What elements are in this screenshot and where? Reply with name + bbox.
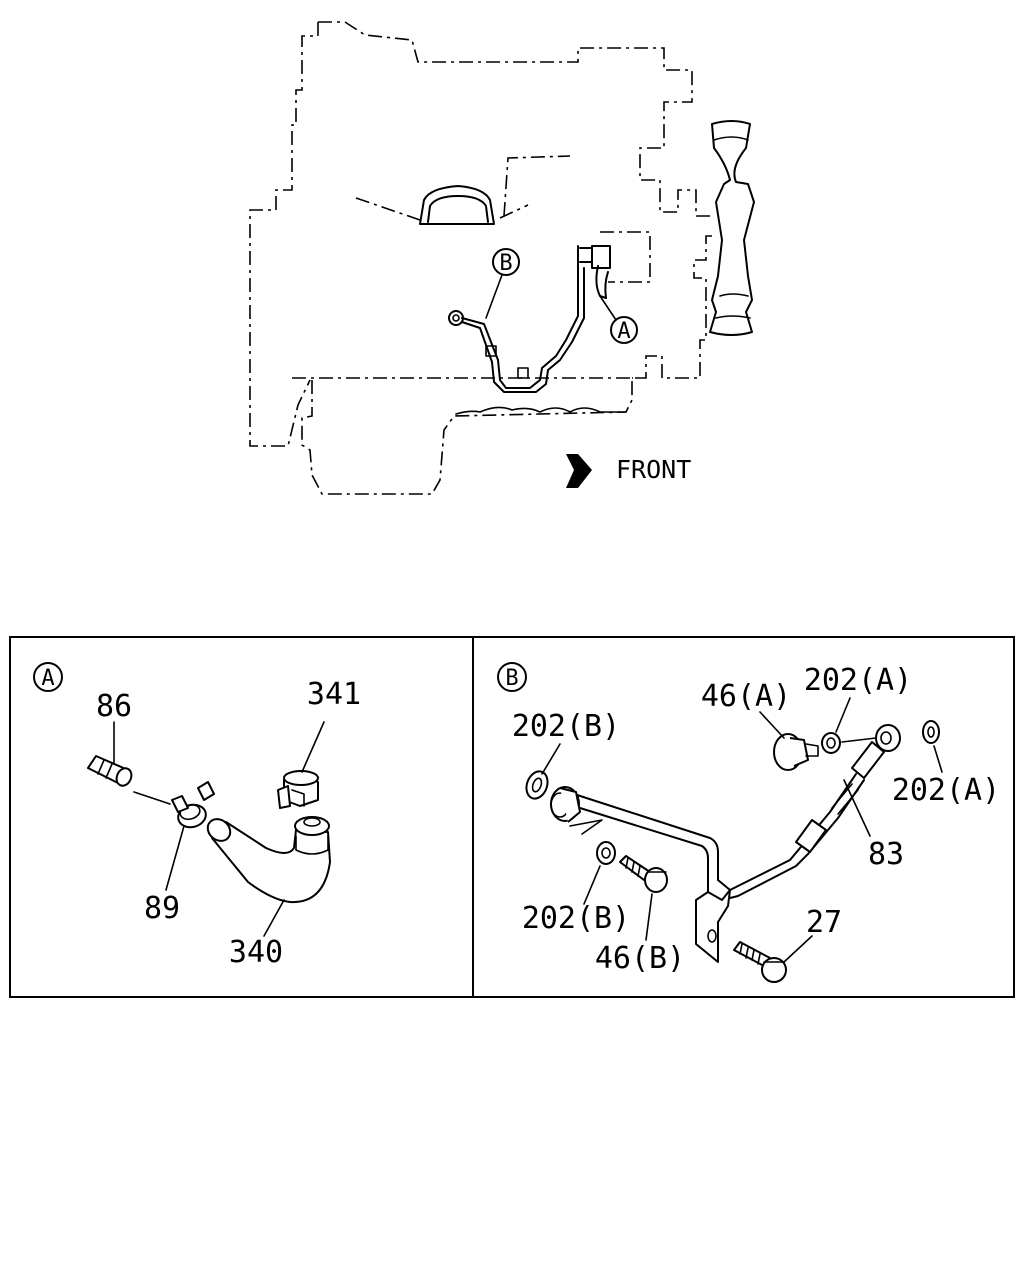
washer-202a-right-hole	[927, 726, 935, 738]
label-46b: 46(B)	[595, 941, 685, 976]
label-202a-top: 202(A)	[804, 663, 912, 698]
clip-overview	[517, 367, 529, 379]
callout-a-label: A	[617, 319, 630, 344]
part-341-clip	[277, 770, 319, 809]
hose-elbow-overview	[595, 265, 609, 299]
leader-46b	[645, 893, 653, 941]
front-label: FRONT	[616, 455, 691, 484]
callout-b-leader	[485, 274, 503, 319]
panel-a-tag-circle	[33, 662, 63, 692]
cover-outline	[355, 155, 571, 221]
washer-202b-top	[525, 770, 549, 800]
oil-pan-ribs	[455, 406, 627, 415]
callout-b-circle	[492, 248, 520, 276]
washer-202b-bottom	[596, 841, 616, 865]
cooling-fan	[709, 120, 755, 336]
leader-341	[301, 721, 325, 773]
leader-83	[843, 779, 871, 837]
label-340: 340	[229, 935, 283, 970]
washer-202a-top	[821, 732, 841, 754]
eye-fitting-hole	[452, 314, 460, 322]
washer-202b-bottom-hole	[601, 847, 611, 859]
label-202a-right: 202(A)	[892, 773, 1000, 808]
callout-a-circle	[610, 316, 638, 344]
connector-body	[577, 245, 611, 269]
washer-202a-right	[922, 720, 940, 744]
label-202b-top: 202(B)	[512, 709, 620, 744]
label-86: 86	[96, 689, 132, 724]
washer-202a-top-hole	[826, 737, 836, 749]
bolt-axis-line	[841, 737, 877, 743]
part-27-bolt	[733, 941, 787, 983]
callout-b-label: B	[499, 251, 512, 276]
leader-89	[165, 825, 185, 891]
part-340-elbow-hose	[206, 816, 331, 904]
leader-202a-top	[835, 697, 851, 733]
detail-frame	[9, 636, 1015, 998]
leader-340	[263, 899, 285, 937]
eye-fitting	[448, 310, 464, 326]
leader-202a-right	[933, 745, 943, 773]
panel-b-tag-circle	[497, 662, 527, 692]
panel-b-tag: B	[505, 666, 518, 691]
leader-27	[783, 935, 813, 963]
breather-pipe-overview	[461, 265, 585, 393]
label-89: 89	[144, 891, 180, 926]
bracket-overview	[485, 345, 497, 357]
part-89-clamp	[133, 781, 215, 829]
label-27: 27	[806, 905, 842, 940]
leader-202b-bottom	[583, 865, 601, 905]
engine-overview: B A FRONT	[249, 21, 755, 495]
engine-outline	[249, 22, 319, 447]
fan-blade-lines	[713, 136, 751, 319]
engine-top-outline	[318, 21, 712, 217]
part-46b-bolt	[619, 855, 668, 893]
oil-pan-outline	[292, 377, 640, 495]
label-46a: 46(A)	[701, 679, 791, 714]
label-83: 83	[868, 837, 904, 872]
washer-202b-top-hole	[531, 777, 543, 793]
filler-cap	[419, 185, 495, 225]
front-arrow-icon	[566, 454, 592, 488]
connector-housing	[600, 231, 651, 283]
leader-202b-top	[541, 743, 561, 775]
panel-b: B 83 202(B) 46(A)	[497, 662, 1000, 983]
callout-a-leader	[599, 295, 617, 321]
leader-46a	[759, 711, 785, 739]
label-341: 341	[307, 677, 361, 712]
panel-a: A 86 89 340	[33, 662, 361, 970]
label-202b-bottom: 202(B)	[522, 901, 630, 936]
engine-right-outline	[632, 235, 712, 379]
panel-a-tag: A	[41, 666, 54, 691]
part-46a-eye-bolt	[773, 733, 819, 771]
part-86-connector	[87, 755, 133, 787]
